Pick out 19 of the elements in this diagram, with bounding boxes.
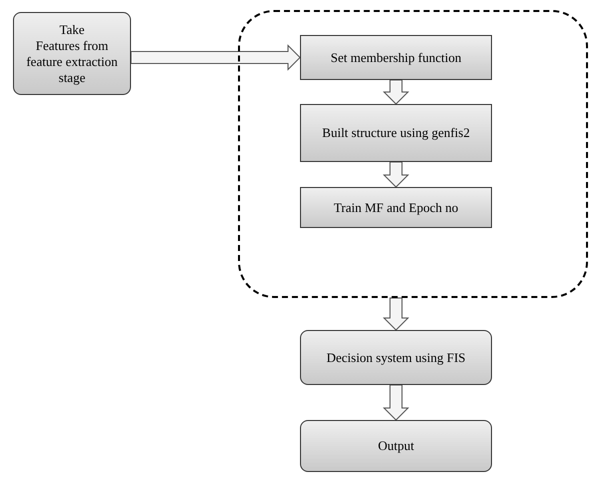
block-arrow xyxy=(130,44,301,71)
box-label: Output xyxy=(378,438,414,454)
box-label: Built structure using genfis2 xyxy=(322,125,470,141)
process-box xyxy=(300,104,492,162)
block-arrow xyxy=(382,384,410,421)
block-arrow xyxy=(382,162,410,188)
block-arrow xyxy=(382,80,410,105)
box-label: Decision system using FIS xyxy=(326,350,466,366)
block-arrow xyxy=(382,298,410,331)
rounded-process-box xyxy=(13,12,131,95)
process-box xyxy=(300,187,492,228)
process-box xyxy=(300,35,492,80)
rounded-process-box xyxy=(300,330,492,385)
dashed-group-box xyxy=(238,10,588,298)
box-label: Take xyxy=(59,22,85,38)
rounded-process-box xyxy=(300,420,492,472)
box-label: Features from feature extraction stage xyxy=(25,38,119,86)
box-label: Train MF and Epoch no xyxy=(334,200,458,216)
box-label: Set membership function xyxy=(330,50,462,66)
